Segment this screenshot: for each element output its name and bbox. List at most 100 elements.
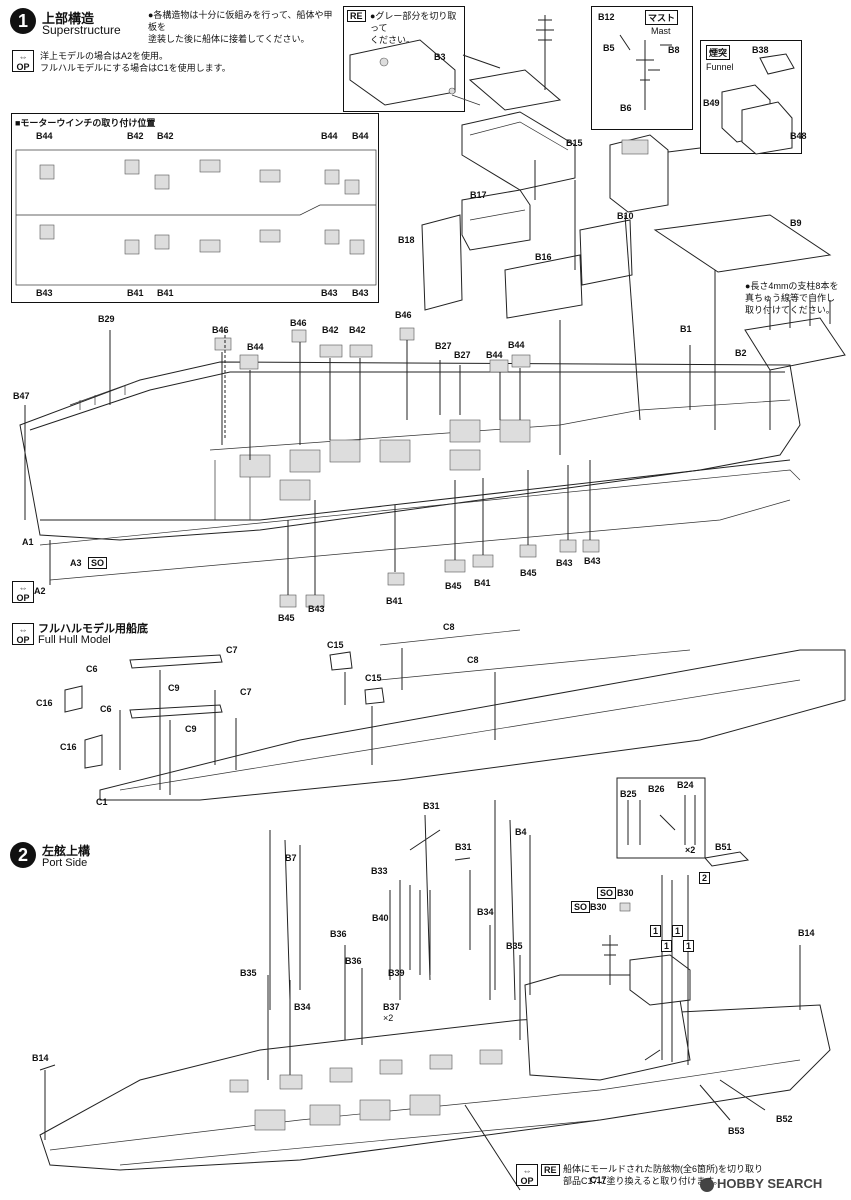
part-label: C6 [100,704,112,714]
part-label: B9 [790,218,802,228]
part-label: B31 [423,801,440,811]
part-label: B46 [290,318,307,328]
part-label: B14 [798,928,815,938]
count-box: 1 [683,940,695,952]
step-title-en: Port Side [42,857,88,869]
part-label: C1 [96,797,108,807]
part-label: B49 [703,98,720,108]
part-label: B34 [294,1002,311,1012]
part-label: B26 [648,784,665,794]
part-label: C8 [467,655,479,665]
part-label: B36 [345,956,362,966]
option-icon: ⇔OP [516,1164,538,1186]
part-label: B27 [454,350,471,360]
funnel-detail-box [700,40,802,154]
part-label: B4 [515,827,527,837]
step-number: 1 [10,8,36,34]
part-label: B42 [127,131,144,141]
part-label: B44 [352,131,369,141]
part-label: C16 [36,698,53,708]
part-label: B2 [735,348,747,358]
part-label: B15 [566,138,583,148]
option-icon: ⇔OP [12,581,34,603]
mast-label-en: Mast [651,26,671,36]
part-label: B42 [322,325,339,335]
part-label: B7 [285,853,297,863]
step-title-jp: 左舷上構 [42,844,91,858]
part-label: B44 [36,131,53,141]
part-label: B44 [486,350,503,360]
part-label: B38 [752,45,769,55]
quantity-label: ×2 [383,1013,394,1023]
part-label: B44 [321,131,338,141]
winch-position-box [11,113,379,303]
part-label: C7 [240,687,252,697]
part-label: B33 [371,866,388,876]
part-label: C9 [168,683,180,693]
part-label: B53 [728,1126,745,1136]
so-tag: SO [88,557,108,569]
part-label: B29 [98,314,115,324]
part-label: B40 [372,913,389,923]
part-label: B10 [617,211,634,221]
count-box: 1 [661,940,673,952]
part-label: B42 [157,131,174,141]
part-label: B42 [349,325,366,335]
part-label: B18 [398,235,415,245]
part-label: B43 [584,556,601,566]
part-label: B41 [386,596,403,606]
part-label: B41 [474,578,491,588]
count-box: 2 [699,872,711,884]
part-label: B35 [240,968,257,978]
part-label: B46 [395,310,412,320]
mast-tag: マスト [645,10,679,25]
watermark: HOBBY SEARCH [700,1176,822,1192]
part-label: B43 [556,558,573,568]
part-label: C6 [86,664,98,674]
part-label: B24 [677,780,694,790]
part-label: C15 [365,673,382,683]
full-hull-title-en: Full Hull Model [38,634,111,646]
part-label: B35 [506,941,523,951]
part-label: B36 [330,929,347,939]
full-hull-title-jp: フルハルモデル用船底 [38,623,148,635]
part-label: B30 [617,888,634,898]
step-title-jp: 上部構造 [42,11,95,26]
part-label: B45 [445,581,462,591]
option-icon: ⇔OP [12,50,34,72]
option-icon: ⇔OP [12,623,34,645]
part-label: B41 [157,288,174,298]
part-label: B51 [715,842,732,852]
fender-note: 船体にモールドされた防舷物(全6箇所)を切り取り 部品C17に塗り換えると取り付… [563,1164,764,1186]
part-label: B43 [352,288,369,298]
part-label: B14 [32,1053,49,1063]
option-note: 洋上モデルの場合はA2を使用。 フルハルモデルにする場合はC1を使用します。 [40,51,231,73]
part-label: C16 [60,742,77,752]
re-tag: RE [347,10,366,22]
so-tag: SO [571,901,591,913]
part-label: B37 [383,1002,400,1012]
part-label: C7 [226,645,238,655]
part-label: B44 [508,340,525,350]
part-label: B43 [321,288,338,298]
re-detail-box [343,6,465,112]
winch-title: ■モーターウインチの取り付け位置 [15,118,156,128]
part-label: B17 [470,190,487,200]
re-note: ●グレー部分を切り取って ください。 [370,11,457,45]
part-label: C17 [590,1175,607,1185]
part-label: B39 [388,968,405,978]
part-label: C9 [185,724,197,734]
watermark-logo-icon [700,1177,714,1192]
funnel-tag: 煙突 [706,45,731,60]
part-label: B45 [520,568,537,578]
part-label: B5 [603,43,615,53]
part-label: B43 [308,604,325,614]
part-label: B43 [36,288,53,298]
part-label: B46 [212,325,229,335]
part-label: B16 [535,252,552,262]
funnel-label-en: Funnel [706,62,734,72]
re-tag: RE [541,1164,560,1176]
part-label: B48 [790,131,807,141]
part-label: A1 [22,537,34,547]
